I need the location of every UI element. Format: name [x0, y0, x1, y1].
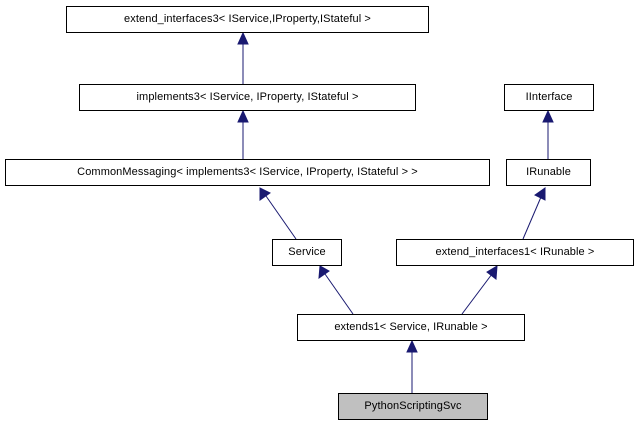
arrowhead-implements3	[237, 109, 249, 123]
node-label: extend_interfaces1< IRunable >	[435, 246, 595, 258]
node-label: Service	[288, 246, 326, 258]
edge-extends1-to-service	[324, 273, 354, 315]
arrowhead-extend_interfaces3	[237, 31, 249, 45]
node-irunable[interactable]: IRunable	[506, 159, 591, 186]
node-service[interactable]: Service	[272, 239, 342, 266]
node-label: CommonMessaging< implements3< IService, …	[77, 166, 418, 178]
node-label: implements3< IService, IProperty, IState…	[136, 91, 359, 103]
edge-extend_interfaces1-to-irunable	[522, 196, 542, 240]
node-label: PythonScriptingSvc	[364, 400, 462, 412]
arrowhead-extends1	[406, 339, 418, 353]
arrowhead-irunable	[534, 187, 546, 201]
arrowhead-service	[318, 265, 330, 280]
node-extend-interfaces3[interactable]: extend_interfaces3< IService,IProperty,I…	[66, 6, 429, 33]
node-label: IRunable	[526, 166, 571, 178]
node-pythonscriptingsvc[interactable]: PythonScriptingSvc	[338, 393, 488, 420]
node-extend-interfaces1[interactable]: extend_interfaces1< IRunable >	[396, 239, 634, 266]
node-iinterface[interactable]: IInterface	[504, 84, 594, 111]
arrowhead-extend_interfaces1	[486, 265, 498, 280]
node-label: extends1< Service, IRunable >	[334, 321, 488, 333]
arrowhead-commonmessaging	[259, 187, 271, 201]
edge-extends1-to-extend_interfaces1	[461, 273, 493, 315]
arrowhead-iinterface	[542, 109, 554, 123]
edge-service-to-commonmessaging	[265, 195, 297, 240]
node-label: IInterface	[525, 91, 573, 103]
node-label: extend_interfaces3< IService,IProperty,I…	[124, 13, 371, 25]
node-extends1[interactable]: extends1< Service, IRunable >	[297, 314, 525, 341]
node-commonmessaging[interactable]: CommonMessaging< implements3< IService, …	[5, 159, 490, 186]
node-implements3[interactable]: implements3< IService, IProperty, IState…	[79, 84, 416, 111]
